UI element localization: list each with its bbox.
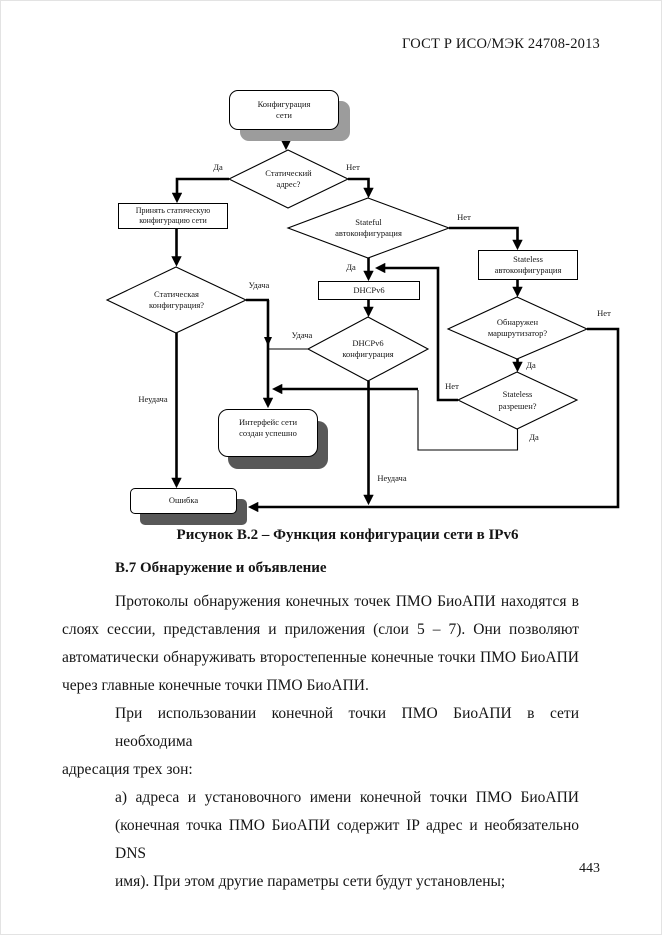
edge-no-to-stateful xyxy=(348,177,374,199)
edge-no-to-stateless xyxy=(449,226,523,251)
body-line: Протоколы обнаружения конечных точек ПМО… xyxy=(115,593,579,610)
diamond-dhcpv6-config-label: DHCPv6 конфигурация xyxy=(342,337,394,359)
body-text: Протоколы обнаружения конечных точек ПМО… xyxy=(62,588,579,896)
stateless-node: Stateless автоконфигурация xyxy=(478,250,578,280)
body-line: При использовании конечной точки ПМО Био… xyxy=(115,705,579,750)
body-line: (конечная точка ПМО БиоАПИ содержит IP а… xyxy=(115,817,579,862)
diamond-static-address-label: Статический адрес? xyxy=(265,167,312,189)
edge-label-yes1: Да xyxy=(213,162,223,172)
edge-label-no3: Нет xyxy=(597,308,611,318)
edge-label-fail1: Неудача xyxy=(138,394,168,404)
body-line: слоях сессии, представления и приложения… xyxy=(62,621,579,638)
body-line: а) адреса и установочного имени конечной… xyxy=(115,789,579,806)
document-header: ГОСТ Р ИСО/МЭК 24708-2013 xyxy=(402,36,600,52)
figure-caption: Рисунок В.2 – Функция конфигурации сети … xyxy=(176,527,519,543)
body-line: адресация трех зон: xyxy=(62,761,193,778)
section-heading: В.7 Обнаружение и объявление xyxy=(115,560,327,576)
edge-label-yes4: Да xyxy=(529,432,539,442)
accept-static-node: Принять статическую конфигурацию сети xyxy=(118,203,228,229)
body-line: автоматически обнаруживать второстепенны… xyxy=(62,649,579,666)
edge-yes-to-accept xyxy=(171,177,229,204)
edge-label-no4: Нет xyxy=(445,381,459,391)
error-node: Ошибка xyxy=(130,488,237,514)
interface-created-node: Интерфейс сети создан успешно xyxy=(218,409,318,457)
edge-label-success1: Удача xyxy=(248,280,270,290)
edge-label-yes2: Да xyxy=(346,262,356,272)
diamond-stateful-label: Stateful автоконфигурация xyxy=(335,216,402,238)
diamond-router-detected-label: Обнаружен маршрутизатор? xyxy=(487,316,548,338)
edge-label-no2: Нет xyxy=(457,212,471,222)
body-line: имя). При этом другие параметры сети буд… xyxy=(115,873,506,890)
edge-label-no1: Нет xyxy=(346,162,360,172)
start-node: Конфигурация сети xyxy=(229,90,339,130)
diamond-static-config-label: Статическая конфигурация? xyxy=(148,288,205,310)
page-number: 443 xyxy=(579,861,600,876)
edge-label-success2: Удача xyxy=(291,330,313,340)
body-line: через главные конечные точки ПМО БиоАПИ. xyxy=(62,677,369,694)
mid-flow-arrow xyxy=(264,337,272,346)
diamond-stateless-allowed-label: Stateless разрешен? xyxy=(498,389,537,411)
dhcpv6-node: DHCPv6 xyxy=(318,281,420,300)
edge-label-yes3: Да xyxy=(526,360,536,370)
edge-label-fail2: Неудача xyxy=(377,473,407,483)
